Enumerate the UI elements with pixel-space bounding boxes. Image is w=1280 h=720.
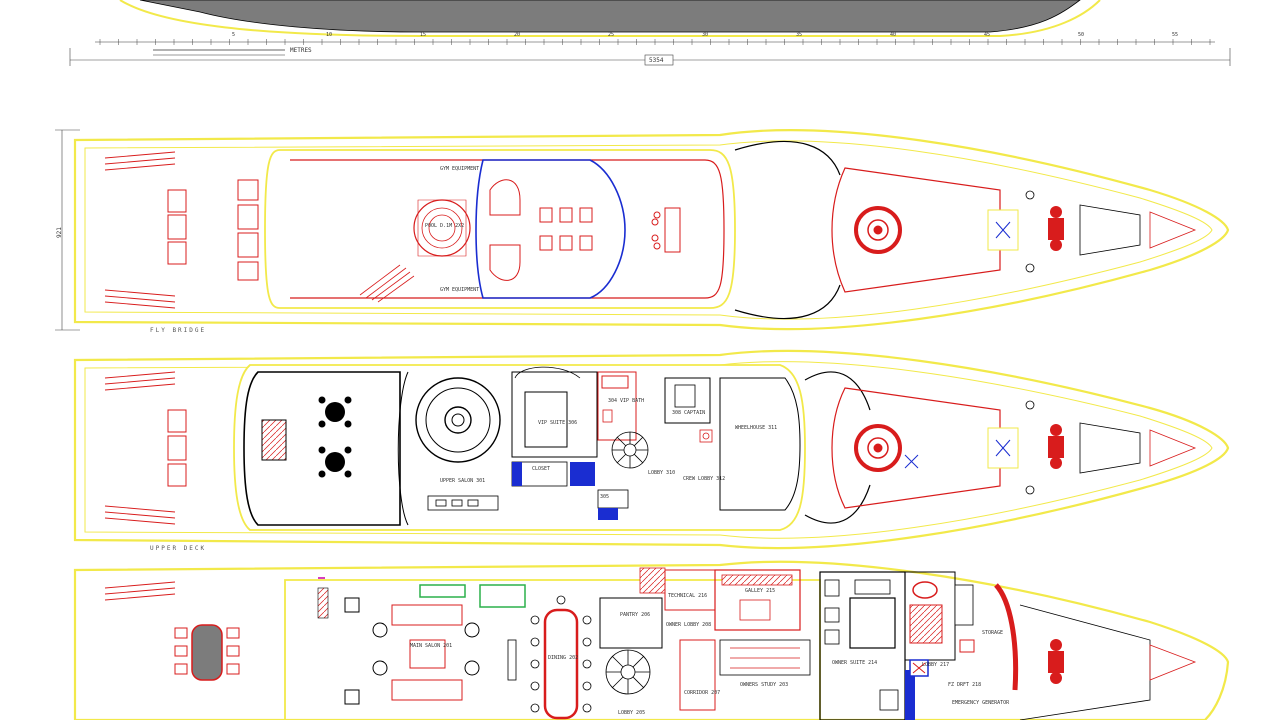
lobby-217-label: LOBBY 217 (922, 662, 950, 668)
upper-foredeck-sunpad (854, 424, 902, 472)
galley-room (714, 569, 801, 631)
dining-label: DINING 202 (548, 655, 579, 661)
frame-number: 45 (984, 32, 991, 38)
main-lobby-label: LOBBY 205 (618, 710, 646, 716)
frame-number: 30 (702, 32, 709, 38)
frame-number: 40 (890, 32, 897, 38)
owner-study-label: OWNERS STUDY 203 (740, 682, 789, 688)
gym-equipment-top-label: GYM EQUIPMENT (440, 166, 480, 172)
pool-spa (413, 199, 471, 257)
main-deck-hull-outline (73, 560, 1230, 720)
overall-length-box (644, 54, 674, 66)
room-305-label: 305 (600, 494, 610, 500)
frame-number: 5 (232, 32, 236, 38)
upper-spiral-stair (611, 431, 649, 469)
wheelhouse-label: WHEELHOUSE 311 (735, 425, 778, 431)
hull-profile-outline (119, 0, 1101, 37)
wheelhouse-room (719, 377, 801, 511)
sun-pad-cushions (167, 179, 259, 281)
fly-stairs (359, 264, 415, 303)
side-profile-view (69, 0, 1231, 66)
bow-chain-lockers (1149, 211, 1197, 249)
owner-lobby-label: OWNER LOBBY 208 (666, 622, 712, 628)
fly-bridge-deck (55, 129, 1230, 331)
frame-number: 50 (1078, 32, 1085, 38)
foredeck-sunpad-round (854, 206, 902, 254)
vip-suite-label: VIP SUITE 306 (538, 420, 578, 426)
upper-deck (73, 349, 1230, 550)
pantry-label: PANTRY 206 (620, 612, 651, 618)
main-salon-seating (391, 604, 463, 701)
frame-number: 20 (514, 32, 521, 38)
technical-label: TECHNICAL 216 (668, 593, 708, 599)
beam-dimension-label: 921 (56, 227, 63, 238)
scale-bar-label: METRES (290, 47, 312, 54)
gym-equipment-bottom-label: GYM EQUIPMENT (440, 287, 480, 293)
vip-suite-room (511, 371, 598, 458)
deck-name-fly-bridge: FLY BRIDGE (150, 327, 207, 334)
upper-salon-lounge (415, 377, 501, 463)
upper-dining-tables (318, 396, 352, 478)
galley-label: GALLEY 215 (745, 588, 776, 594)
upper-salon-sofa (427, 495, 499, 511)
frame-number: 35 (796, 32, 803, 38)
captain-label: 308 CAPTAIN (672, 410, 706, 416)
frame-number: 10 (326, 32, 333, 38)
emergency-generator-label: EMERGENCY GENERATOR (952, 700, 1010, 706)
upper-bar-counter (261, 419, 287, 461)
anchor-windlass-fly (1048, 206, 1064, 251)
gym-enclosure (475, 159, 626, 299)
upper-lobby-label: LOBBY 310 (648, 470, 676, 476)
fly-bar (651, 207, 681, 253)
aft-stairs-fly (104, 151, 176, 309)
deck-name-upper: UPPER DECK (150, 545, 207, 552)
frame-number: 55 (1172, 32, 1179, 38)
main-spiral-stair (605, 649, 651, 695)
upper-salon-outline (233, 364, 806, 531)
closet-label: CLOSET (532, 466, 551, 472)
fly-radar-arch (734, 140, 841, 176)
crew-lobby-label: CREW LOBBY 312 (683, 476, 726, 482)
main-deck (73, 560, 1230, 720)
frame-number: 15 (420, 32, 427, 38)
owner-suite-label: OWNER SUITE 214 (832, 660, 878, 666)
main-dining-table (530, 595, 592, 720)
hull-profile-fill (139, 0, 1081, 33)
aft-dining-table (174, 624, 240, 681)
fz-draft-label: FZ DRFT 218 (948, 682, 982, 688)
overall-length-label: 5354 (649, 57, 664, 64)
pantry-room (599, 597, 663, 649)
captain-room (664, 377, 711, 424)
pool-label: POOL D.1M 2X2 (425, 223, 465, 229)
storage-label: STORAGE (982, 630, 1004, 636)
main-salon-label: MAIN SALON 201 (410, 643, 453, 649)
gym-machines (489, 179, 593, 281)
upper-salon-label: UPPER SALON 301 (440, 478, 486, 484)
ruler-ticks (99, 39, 1211, 45)
vip-bath-room (597, 371, 637, 441)
vip-bath-label: 304 VIP BATH (608, 398, 645, 404)
foredeck-outline (831, 167, 1001, 293)
frame-number: 25 (608, 32, 615, 38)
corridor-label: CORRIDOR 207 (684, 690, 721, 696)
